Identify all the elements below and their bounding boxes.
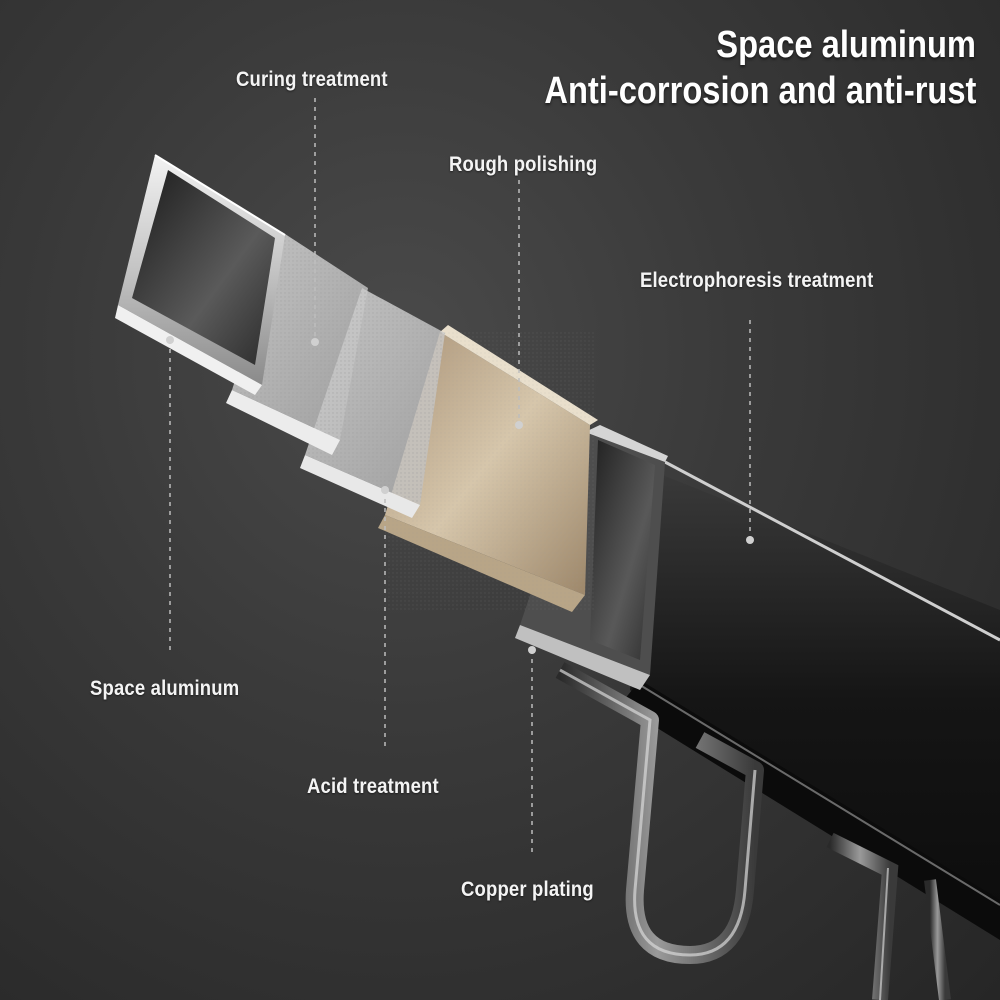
label-acid-treatment: Acid treatment <box>307 775 439 798</box>
label-electrophoresis-treatment: Electrophoresis treatment <box>640 269 874 292</box>
label-rough-polishing: Rough polishing <box>449 153 598 176</box>
space-aluminum-core <box>115 154 286 395</box>
rail-body <box>620 460 1000 940</box>
headline-title: Space aluminum <box>716 24 976 66</box>
headline-subtitle: Anti-corrosion and anti-rust <box>543 70 976 112</box>
curtain-hook-1 <box>555 662 764 964</box>
copper-plating-layer <box>515 425 668 690</box>
callout-lines <box>169 98 751 855</box>
label-copper-plating: Copper plating <box>461 878 594 901</box>
label-curing-treatment: Curing treatment <box>236 68 388 91</box>
acid-treatment-layer <box>300 288 445 518</box>
curtain-hook-2 <box>826 832 951 1000</box>
callout-dots <box>166 336 754 654</box>
rough-polishing-layer <box>378 325 598 612</box>
label-space-aluminum: Space aluminum <box>90 677 240 700</box>
